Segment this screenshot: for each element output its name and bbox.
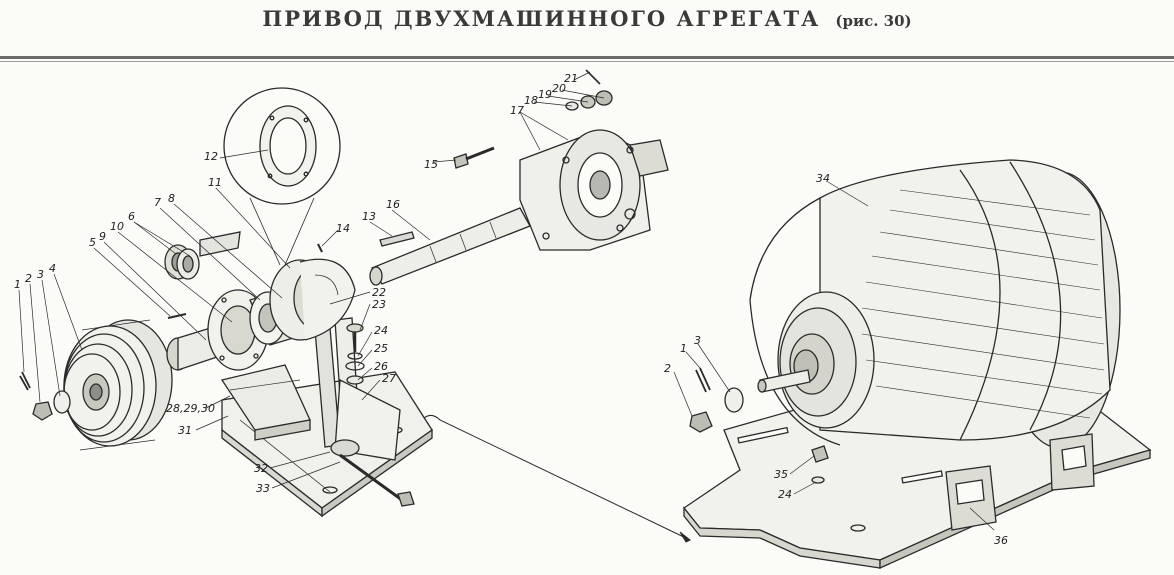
callout-24: 24 — [374, 324, 388, 337]
callout-12: 12 — [204, 150, 218, 163]
page-title: ПРИВОД ДВУХМАШИННОГО АГРЕГАТА — [262, 6, 821, 31]
callout-leaders-left — [18, 71, 605, 489]
callout-28-29-30: 28,29,30 — [166, 402, 215, 415]
callout-23: 23 — [372, 298, 386, 311]
callout-9: 9 — [99, 230, 106, 243]
pulley-4 — [63, 319, 173, 451]
callout-10: 10 — [110, 220, 124, 233]
callout-21: 21 — [564, 72, 578, 85]
motor-shaft — [757, 369, 811, 393]
callout-8: 8 — [168, 192, 175, 205]
bolt-15 — [453, 146, 495, 169]
callout-15: 15 — [424, 158, 438, 171]
callout-35: 35 — [774, 468, 788, 481]
figure-ref: (рис. 30) — [835, 12, 912, 30]
callout-motor-1: 1 — [680, 342, 687, 355]
callout-14: 14 — [336, 222, 350, 235]
callout-32: 32 — [254, 462, 268, 475]
header: ПРИВОД ДВУХМАШИННОГО АГРЕГАТА (рис. 30) — [0, 6, 1174, 31]
header-rule — [0, 56, 1174, 59]
callout-5: 5 — [89, 236, 96, 249]
callout-13: 13 — [362, 210, 376, 223]
callout-34: 34 — [816, 172, 830, 185]
callout-16: 16 — [386, 198, 400, 211]
callout-4: 4 — [49, 262, 56, 275]
detail-circle-12 — [223, 87, 341, 266]
callout-17: 17 — [510, 104, 524, 117]
washer-3-right — [724, 387, 744, 413]
callout-33: 33 — [256, 482, 270, 495]
callout-27: 27 — [382, 372, 396, 385]
header-rule-thin — [0, 61, 1174, 62]
washer-3 — [53, 390, 71, 414]
callout-1: 1 — [14, 278, 21, 291]
key-13 — [379, 231, 415, 247]
bolt-35 — [811, 445, 829, 484]
pin-1-right — [695, 367, 711, 393]
callout-2: 2 — [25, 272, 32, 285]
bearing-housing — [249, 258, 356, 346]
callout-labels: 1 2 3 4 5 9 10 6 7 8 11 12 13 14 15 16 1… — [14, 72, 1008, 547]
motor-34 — [749, 159, 1121, 449]
support-bracket — [220, 364, 311, 441]
connector-arrow — [423, 414, 691, 543]
coupling-shaft-16 — [369, 207, 531, 286]
callout-19: 19 — [538, 88, 552, 101]
callout-20: 20 — [552, 82, 566, 95]
bolt-23 — [345, 323, 365, 385]
screw-14 — [317, 243, 323, 253]
callout-22: 22 — [372, 286, 386, 299]
tension-stand — [314, 317, 415, 507]
callout-motor-3: 3 — [694, 334, 701, 347]
seal-rings-6 — [164, 244, 200, 280]
callout-motor-2: 2 — [664, 362, 671, 375]
callout-36: 36 — [994, 534, 1008, 547]
callout-26: 26 — [374, 360, 388, 373]
callout-leaders-right — [673, 181, 995, 531]
callout-6: 6 — [128, 210, 135, 223]
nut-2-right — [689, 411, 713, 433]
callout-31: 31 — [178, 424, 192, 437]
nut-2 — [32, 401, 53, 421]
pin-1 — [19, 371, 31, 391]
callout-25: 25 — [374, 342, 388, 355]
motor-clamp-36 — [945, 433, 1095, 531]
screw-9 — [167, 313, 187, 319]
callout-11: 11 — [208, 176, 222, 189]
coupling-flange-17 — [519, 129, 669, 251]
callout-18: 18 — [524, 94, 538, 107]
callout-7: 7 — [154, 196, 161, 209]
callout-motor-24: 24 — [778, 488, 792, 501]
callout-3: 3 — [37, 268, 44, 281]
